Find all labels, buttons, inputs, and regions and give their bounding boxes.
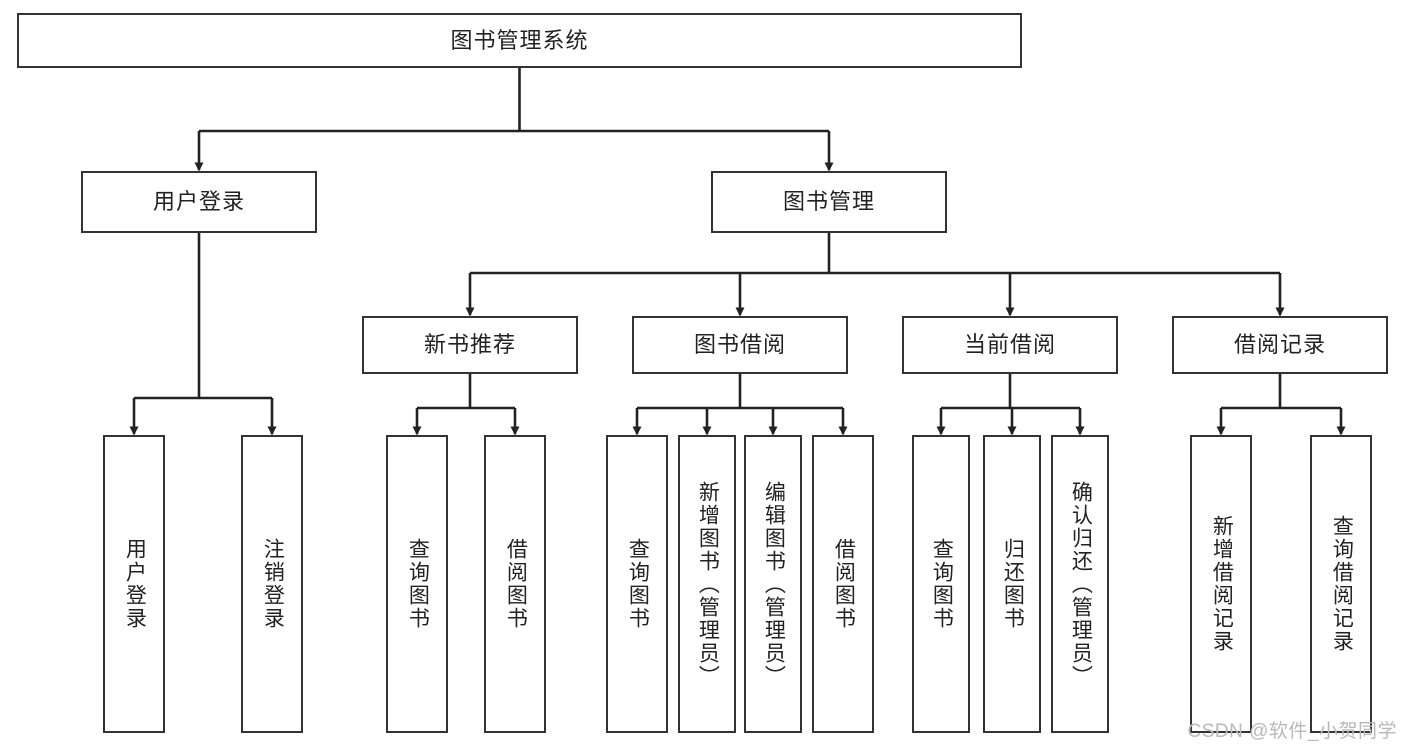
node-label: 借阅图书 bbox=[504, 538, 528, 630]
node-login[interactable]: 用户登录 bbox=[81, 171, 317, 233]
node-leaf-cur-3[interactable]: 确认归还（管理员） bbox=[1051, 435, 1109, 733]
node-label: 新增图书（管理员） bbox=[696, 480, 720, 688]
node-current[interactable]: 当前借阅 bbox=[902, 316, 1118, 374]
node-label: 当前借阅 bbox=[963, 332, 1056, 358]
node-label: 用户登录 bbox=[123, 538, 147, 630]
node-leaf-cur-1[interactable]: 查询图书 bbox=[912, 435, 970, 733]
node-leaf-bor-3[interactable]: 编辑图书（管理员） bbox=[744, 435, 802, 733]
node-label: 归还图书 bbox=[1001, 538, 1025, 630]
node-label: 注销登录 bbox=[261, 538, 285, 630]
node-label: 查询图书 bbox=[930, 538, 954, 630]
node-label: 新增借阅记录 bbox=[1210, 515, 1234, 653]
node-leaf-rec-1[interactable]: 新增借阅记录 bbox=[1190, 435, 1252, 733]
node-leaf-new-1[interactable]: 查询图书 bbox=[386, 435, 448, 733]
node-leaf-login-1[interactable]: 用户登录 bbox=[103, 435, 165, 733]
node-leaf-bor-1[interactable]: 查询图书 bbox=[606, 435, 668, 733]
node-leaf-new-2[interactable]: 借阅图书 bbox=[484, 435, 546, 733]
node-leaf-bor-4[interactable]: 借阅图书 bbox=[812, 435, 874, 733]
node-leaf-rec-2[interactable]: 查询借阅记录 bbox=[1310, 435, 1372, 733]
node-records[interactable]: 借阅记录 bbox=[1172, 316, 1388, 374]
node-label: 新书推荐 bbox=[423, 332, 516, 358]
node-label: 查询图书 bbox=[626, 538, 650, 630]
node-leaf-cur-2[interactable]: 归还图书 bbox=[983, 435, 1041, 733]
node-label: 查询借阅记录 bbox=[1330, 515, 1354, 653]
node-label: 借阅记录 bbox=[1233, 332, 1326, 358]
node-label: 图书管理系统 bbox=[450, 27, 589, 53]
node-borrow[interactable]: 图书借阅 bbox=[632, 316, 848, 374]
node-label: 用户登录 bbox=[152, 189, 245, 215]
node-newbook[interactable]: 新书推荐 bbox=[362, 316, 578, 374]
node-label: 编辑图书（管理员） bbox=[762, 480, 786, 688]
node-label: 图书管理 bbox=[782, 189, 875, 215]
node-label: 借阅图书 bbox=[832, 538, 856, 630]
node-label: 确认归还（管理员） bbox=[1069, 480, 1093, 688]
node-leaf-bor-2[interactable]: 新增图书（管理员） bbox=[678, 435, 736, 733]
node-root[interactable]: 图书管理系统 bbox=[17, 13, 1022, 68]
node-label: 查询图书 bbox=[406, 538, 430, 630]
node-label: 图书借阅 bbox=[693, 332, 786, 358]
csdn-watermark: CSDN @软件_小贺同学 bbox=[1187, 721, 1397, 742]
node-bookmgmt[interactable]: 图书管理 bbox=[711, 171, 947, 233]
node-leaf-login-2[interactable]: 注销登录 bbox=[241, 435, 303, 733]
